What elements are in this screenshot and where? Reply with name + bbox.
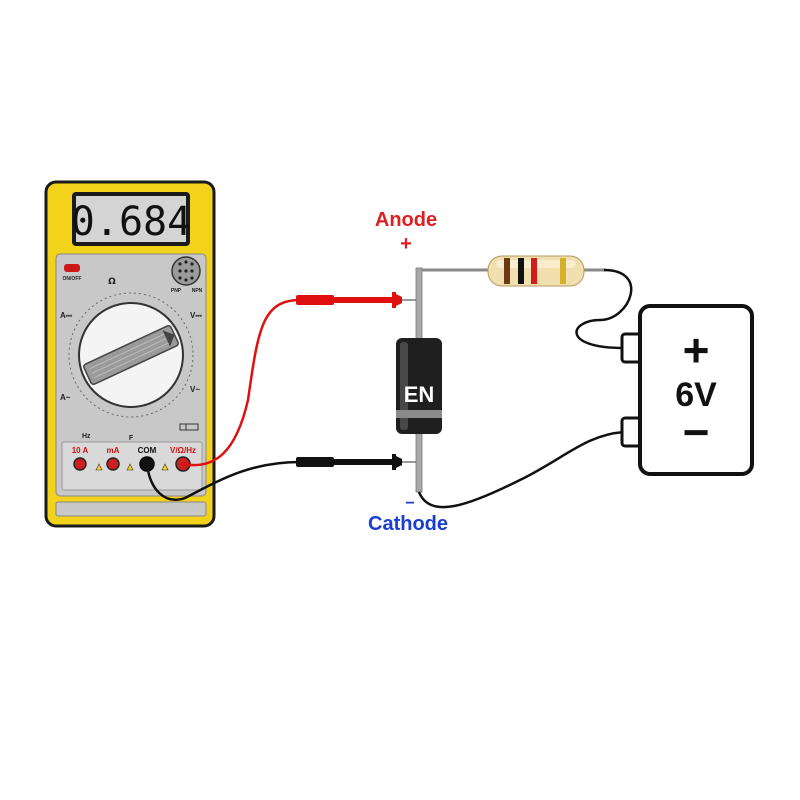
jack-label-vohm: V/Ω/Hz xyxy=(170,446,196,455)
farad-label: F xyxy=(129,435,134,442)
jack-10a[interactable] xyxy=(73,457,87,471)
warning-icon xyxy=(161,463,169,471)
warning-icon xyxy=(95,463,103,471)
cathode-to-battery-wire xyxy=(417,430,625,509)
power-button[interactable] xyxy=(64,264,80,272)
black-probe[interactable] xyxy=(296,454,417,470)
battery: + 6V − xyxy=(620,304,754,476)
meter-display: 0.684 xyxy=(71,192,191,246)
ac-volts-mark: V~ xyxy=(190,385,200,394)
dial-knob[interactable] xyxy=(83,324,179,386)
resistor-band-black xyxy=(518,258,524,284)
warning-icon xyxy=(126,463,134,471)
resistor-band-brown xyxy=(504,258,510,284)
diode-cathode-lead xyxy=(415,431,423,493)
red-lead-cable xyxy=(182,298,301,467)
anode-sign: + xyxy=(400,233,412,255)
diode-anode-lead xyxy=(415,267,423,341)
battery-voltage: 6V xyxy=(675,376,717,414)
dc-amps-mark: A⎓ xyxy=(60,311,73,320)
hz-label: Hz xyxy=(82,433,91,440)
pnp-label: PNP xyxy=(171,288,182,294)
multimeter: 0.684 ON/OFF PNP NPN Ω A⎓ A~ V⎓ V~ xyxy=(44,180,216,528)
jack-label-10a: 10 A xyxy=(72,446,89,455)
jack-label-com: COM xyxy=(138,446,157,455)
npn-label: NPN xyxy=(192,288,203,294)
battery-minus-sign: − xyxy=(683,406,710,458)
jack-label-ma: mA xyxy=(107,446,120,455)
transistor-socket[interactable] xyxy=(171,256,201,286)
ac-amps-mark: A~ xyxy=(60,393,71,402)
cathode-sign: − xyxy=(405,495,414,512)
diode-marking: EN xyxy=(404,382,435,407)
red-probe[interactable] xyxy=(296,292,417,308)
jack-panel xyxy=(61,441,203,491)
ohm-symbol: Ω xyxy=(108,277,116,287)
capacitor-mark xyxy=(179,423,199,431)
resistor-band-red xyxy=(531,258,537,284)
diode: EN xyxy=(396,267,442,493)
black-lead-cable xyxy=(145,460,301,501)
anode-label: Anode xyxy=(375,209,437,231)
battery-body xyxy=(638,304,754,476)
battery-plus-sign: + xyxy=(683,324,710,376)
cathode-band xyxy=(396,410,442,418)
cathode-label: Cathode xyxy=(368,513,448,535)
resistor-band-gold xyxy=(560,258,566,284)
meter-stand xyxy=(55,501,207,517)
rotary-dial[interactable] xyxy=(68,292,194,418)
power-label: ON/OFF xyxy=(63,276,82,282)
resistor xyxy=(487,255,585,287)
dc-volts-mark: V⎓ xyxy=(190,311,202,320)
resistor-to-battery-wire xyxy=(575,268,633,350)
display-reading: 0.684 xyxy=(71,199,191,245)
jack-ma[interactable] xyxy=(106,457,120,471)
